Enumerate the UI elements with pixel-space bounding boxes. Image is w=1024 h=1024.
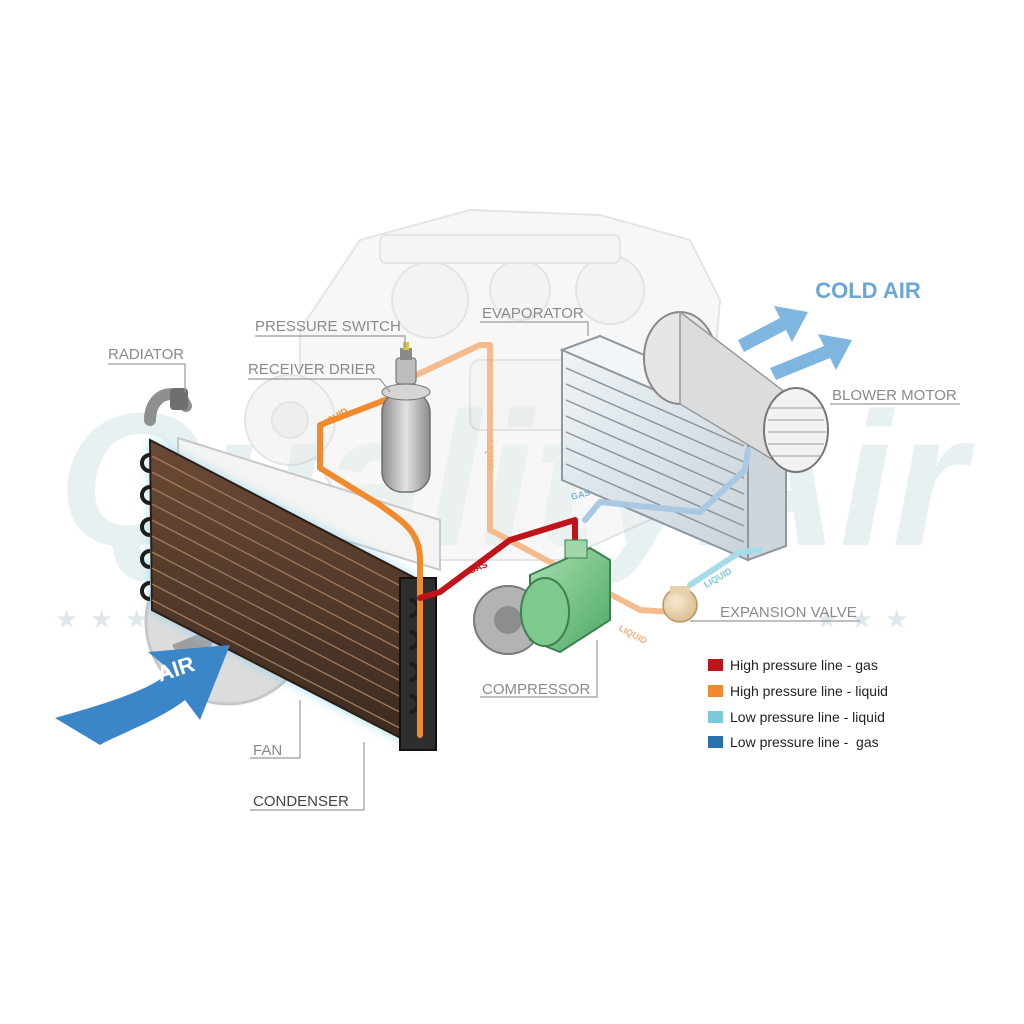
legend-label: High pressure line - gas xyxy=(730,657,878,673)
condenser-fins xyxy=(151,455,420,739)
receiver-drier xyxy=(381,383,431,493)
legend-swatch-high-liquid xyxy=(708,685,723,697)
flow-label-liquid-2: LIQUID xyxy=(485,440,495,471)
line-low-gas xyxy=(582,447,751,523)
svg-text:★: ★ xyxy=(125,605,148,635)
label-fan: FAN xyxy=(253,742,282,759)
legend-swatch-low-liquid xyxy=(708,711,723,723)
expansion-valve xyxy=(662,586,698,623)
label-evaporator: EVAPORATOR xyxy=(482,305,584,322)
line-low-liquid xyxy=(687,547,763,588)
label-condenser: CONDENSER xyxy=(253,793,349,810)
label-receiver-drier: RECEIVER DRIER xyxy=(248,361,376,378)
svg-text:★: ★ xyxy=(815,605,838,635)
svg-text:★: ★ xyxy=(850,605,873,635)
legend: High pressure line - gas High pressure l… xyxy=(708,657,888,750)
svg-text:★: ★ xyxy=(885,605,908,635)
blower-motor xyxy=(643,310,829,473)
watermark-stars: ★ ★ ★ ★ ★ ★ xyxy=(55,605,908,635)
label-blower-motor: BLOWER MOTOR xyxy=(832,387,957,404)
pressure-switch xyxy=(395,342,417,385)
legend-item: Low pressure line - liquid xyxy=(708,709,885,725)
cold-air-arrows: COLD AIR xyxy=(738,278,921,380)
leader-lines xyxy=(108,321,960,811)
legend-item: Low pressure line - gas xyxy=(708,734,879,750)
svg-text:★: ★ xyxy=(55,605,78,635)
flow-label-liquid-3: LIQUID xyxy=(617,623,649,646)
label-radiator: RADIATOR xyxy=(108,346,184,363)
condenser xyxy=(140,438,437,751)
legend-label: Low pressure line - liquid xyxy=(730,709,885,725)
air-arrow: AIR xyxy=(55,645,230,745)
compressor xyxy=(473,539,611,655)
component-labels: RADIATOR PRESSURE SWITCH RECEIVER DRIER … xyxy=(108,305,957,810)
legend-item: High pressure line - gas xyxy=(708,657,878,673)
flow-label-gas-2: GAS xyxy=(570,487,591,502)
label-pressure-switch: PRESSURE SWITCH xyxy=(255,318,401,335)
legend-label: High pressure line - liquid xyxy=(730,683,888,699)
line-high-liquid-condenser xyxy=(317,397,423,738)
legend-swatch-high-gas xyxy=(708,659,723,671)
label-expansion-valve: EXPANSION VALVE xyxy=(720,604,857,621)
legend-swatch-low-gas xyxy=(708,736,723,748)
cold-air-label: COLD AIR xyxy=(815,278,921,303)
label-compressor: COMPRESSOR xyxy=(482,681,591,698)
radiator xyxy=(144,388,441,572)
line-high-gas xyxy=(417,517,578,601)
legend-item: High pressure line - liquid xyxy=(708,683,888,699)
svg-text:★: ★ xyxy=(90,605,113,635)
legend-label: Low pressure line - gas xyxy=(730,734,879,750)
